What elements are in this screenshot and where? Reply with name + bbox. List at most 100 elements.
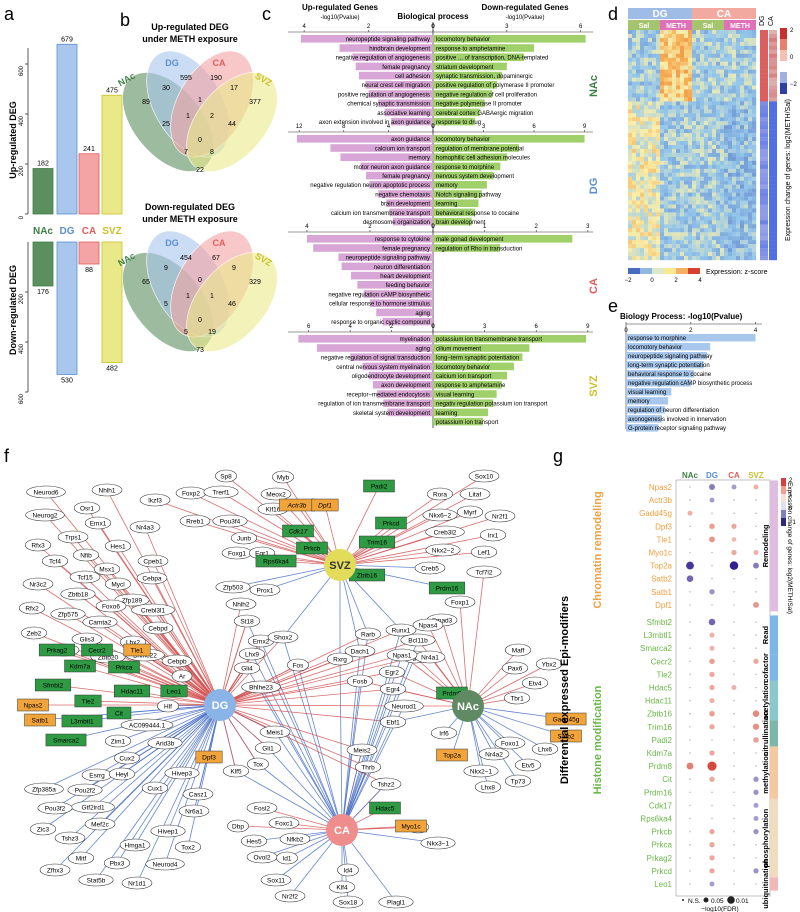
heatmap-cell bbox=[680, 85, 685, 90]
gene-node-Creb3l2 bbox=[425, 525, 465, 539]
down-term: memory bbox=[436, 183, 458, 189]
heatmap-cell bbox=[700, 192, 705, 197]
heatmap-cell bbox=[752, 204, 757, 209]
heatmap-cell bbox=[700, 53, 705, 58]
heatmap-cell bbox=[688, 212, 693, 217]
heatmap-cell bbox=[680, 81, 685, 86]
gene-label: Myrf bbox=[464, 509, 477, 516]
heatmap-cell bbox=[664, 73, 669, 78]
heatmap-cell bbox=[676, 148, 681, 154]
heatmap-cell bbox=[656, 121, 661, 126]
heatmap-cell bbox=[644, 105, 649, 110]
up-term: female pregnancy bbox=[382, 174, 430, 180]
up-term: associative learning bbox=[377, 111, 430, 117]
heatmap-cell bbox=[744, 137, 749, 142]
down-term: nervous system development bbox=[436, 174, 514, 180]
heatmap-cell bbox=[628, 256, 633, 261]
edge-DG bbox=[219, 654, 403, 706]
heatmap-cell bbox=[640, 89, 645, 94]
heatmap-cell bbox=[748, 101, 753, 106]
heatmap-cell bbox=[704, 208, 709, 213]
bar-down-DG bbox=[56, 241, 78, 375]
heatmap-cell bbox=[708, 184, 713, 189]
heatmap-cell bbox=[628, 248, 633, 253]
gene-label: Zbtb20 bbox=[98, 654, 119, 661]
tick-label: 200 bbox=[19, 293, 25, 304]
heatmap-cell bbox=[684, 184, 689, 189]
heatmap-cell bbox=[712, 65, 717, 70]
heatmap-cell bbox=[744, 69, 749, 74]
gene-node-Irx1 bbox=[479, 528, 507, 542]
heatmap-cell bbox=[692, 240, 697, 245]
heatmap-cell bbox=[704, 77, 709, 82]
heatmap-cell bbox=[704, 228, 709, 233]
heatmap-cell bbox=[628, 97, 633, 102]
heatmap-cell bbox=[668, 240, 673, 245]
heatmap-cell bbox=[720, 133, 725, 138]
heatmap-cell bbox=[696, 73, 701, 78]
heatmap-cell bbox=[632, 105, 637, 110]
heatmap-cell bbox=[724, 148, 729, 154]
category-bar bbox=[770, 680, 778, 721]
heatmap-cell bbox=[720, 212, 725, 217]
heatmap-cell bbox=[676, 244, 681, 249]
gene-label: Prkag2 bbox=[647, 854, 673, 863]
heatmap-cell bbox=[672, 196, 677, 201]
heatmap-cell bbox=[676, 141, 681, 146]
up-bar bbox=[363, 290, 433, 298]
gene-node-Lhx9 bbox=[238, 647, 266, 661]
heatmap-cell bbox=[720, 73, 725, 78]
bp-bar bbox=[626, 361, 704, 369]
heatmap-cell bbox=[680, 216, 685, 221]
down-header: Down-regulated Genes bbox=[481, 3, 569, 12]
gene-label: Neurod6 bbox=[34, 489, 59, 496]
heatmap-cell bbox=[744, 61, 749, 66]
heatmap-cell bbox=[752, 145, 757, 150]
heatmap-cell bbox=[692, 53, 697, 58]
heatmap-cell bbox=[696, 89, 701, 94]
down-term: potassium ion transport bbox=[436, 420, 499, 426]
heatmap-cell bbox=[644, 73, 649, 78]
heatmap-cell bbox=[748, 220, 753, 225]
heatmap-cell bbox=[680, 240, 685, 245]
down-bar bbox=[433, 190, 482, 198]
heatmap-cell bbox=[736, 160, 741, 166]
heatmap-cell bbox=[688, 180, 693, 185]
gene-label: Esrrg bbox=[89, 772, 105, 779]
heatmap-cell bbox=[752, 53, 757, 58]
up-bar bbox=[384, 108, 433, 117]
gene-label: Zbtb18 bbox=[68, 591, 89, 598]
heatmap-cell bbox=[704, 252, 709, 257]
heatmap-cell bbox=[712, 156, 717, 162]
bp-term: regulation of neuron differentiation bbox=[628, 408, 719, 414]
heatmap-cell bbox=[632, 33, 637, 39]
ns-dot bbox=[689, 673, 691, 676]
heatmap-cell bbox=[668, 41, 673, 47]
heatmap-cell bbox=[636, 232, 641, 237]
edge-CA bbox=[341, 688, 394, 831]
heatmap-cell bbox=[732, 37, 737, 43]
heatmap-cell bbox=[664, 228, 669, 233]
heatmap-cell bbox=[648, 89, 653, 94]
gene-label: Thrb bbox=[361, 764, 375, 771]
heatmap-cell bbox=[716, 212, 721, 217]
heatmap-cell bbox=[648, 69, 653, 74]
heatmap-cell bbox=[692, 224, 697, 229]
heatmap-cell bbox=[680, 65, 685, 70]
side-cell-DG bbox=[760, 252, 768, 257]
heatmap-cell bbox=[668, 45, 673, 51]
down-term: long−term synaptic potentiation bbox=[436, 356, 519, 362]
heatmap-cell bbox=[668, 196, 673, 201]
heatmap-cell bbox=[664, 53, 669, 58]
up-header: Up-regulated Genes bbox=[302, 3, 379, 12]
heatmap-cell bbox=[692, 180, 697, 185]
heatmap-cell bbox=[716, 256, 721, 261]
heatmap-cell bbox=[684, 41, 689, 47]
heatmap-cell bbox=[692, 65, 697, 70]
heatmap-cell bbox=[716, 200, 721, 205]
heatmap-cell bbox=[736, 180, 741, 185]
heatmap-cell bbox=[752, 164, 757, 169]
gene-label: Npas1 bbox=[393, 652, 412, 659]
ns-dot bbox=[689, 752, 691, 754]
heatmap-cell bbox=[664, 208, 669, 213]
